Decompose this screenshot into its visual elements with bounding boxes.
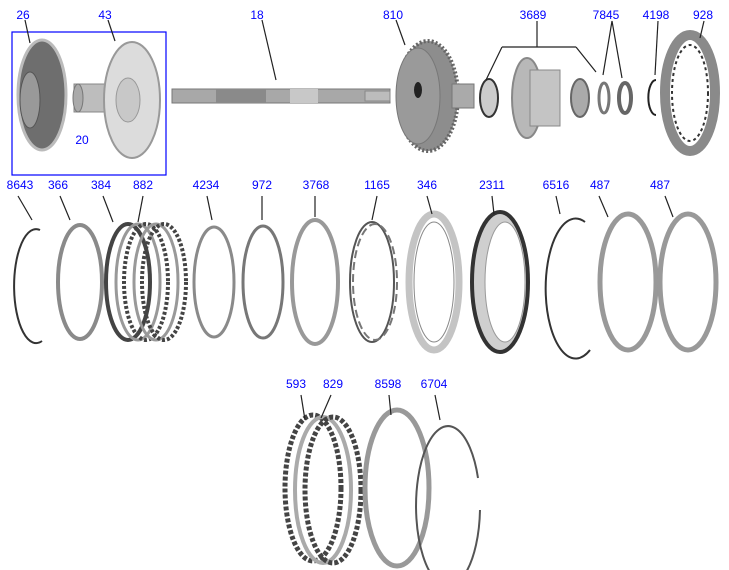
part-plate-487-a[interactable] <box>597 211 659 353</box>
label-1165[interactable]: 1165 <box>364 178 390 192</box>
part-snap-ring-6704[interactable] <box>415 425 481 570</box>
label-2311[interactable]: 2311 <box>479 178 505 192</box>
part-plate-972[interactable] <box>241 224 285 340</box>
label-26[interactable]: 26 <box>16 8 30 22</box>
label-829[interactable]: 829 <box>323 377 343 391</box>
label-6516[interactable]: 6516 <box>543 178 570 192</box>
part-washers-7845[interactable] <box>597 81 633 115</box>
label-593[interactable]: 593 <box>286 377 306 391</box>
label-4234[interactable]: 4234 <box>193 178 220 192</box>
label-928[interactable]: 928 <box>693 8 713 22</box>
part-clutch-pack-593-829[interactable] <box>282 412 364 566</box>
part-snap-ring-4198[interactable] <box>647 79 657 116</box>
label-8643[interactable]: 8643 <box>7 178 34 192</box>
part-pump-body-43[interactable] <box>72 41 161 159</box>
part-snap-ring-6516[interactable] <box>544 217 591 360</box>
label-384[interactable]: 384 <box>91 178 111 192</box>
part-plate-8598[interactable] <box>362 407 432 569</box>
label-3768[interactable]: 3768 <box>303 178 330 192</box>
pump-assembly-box <box>11 31 167 176</box>
part-bearing-set-3689[interactable] <box>479 57 590 139</box>
label-18[interactable]: 18 <box>250 8 264 22</box>
part-input-shaft-18[interactable] <box>171 88 391 104</box>
label-366[interactable]: 366 <box>48 178 68 192</box>
label-810[interactable]: 810 <box>383 8 403 22</box>
part-plate-366[interactable] <box>56 223 104 341</box>
label-972[interactable]: 972 <box>252 178 272 192</box>
part-pump-cover-26[interactable] <box>16 38 68 152</box>
part-sprag-928[interactable] <box>660 30 720 156</box>
part-plate-3768[interactable] <box>290 218 340 346</box>
part-plate-4234[interactable] <box>192 225 236 339</box>
label-3689[interactable]: 3689 <box>520 8 547 22</box>
part-piston-2311[interactable] <box>470 210 530 354</box>
part-plate-487-b[interactable] <box>657 211 719 353</box>
label-20[interactable]: 20 <box>75 133 89 147</box>
label-6704[interactable]: 6704 <box>421 377 448 391</box>
label-43[interactable]: 43 <box>98 8 112 22</box>
part-snap-ring-8643[interactable] <box>13 228 43 345</box>
label-487-b[interactable]: 487 <box>650 178 670 192</box>
label-4198[interactable]: 4198 <box>643 8 670 22</box>
part-piston-346[interactable] <box>405 210 463 354</box>
label-487-a[interactable]: 487 <box>590 178 610 192</box>
part-clutch-pack-384-882[interactable] <box>104 222 188 342</box>
leader-lines <box>17 19 705 421</box>
part-gear-810[interactable] <box>395 39 475 153</box>
label-8598[interactable]: 8598 <box>375 377 402 391</box>
label-7845[interactable]: 7845 <box>593 8 620 22</box>
label-346[interactable]: 346 <box>417 178 437 192</box>
part-wave-spring-1165[interactable] <box>349 221 398 343</box>
label-882[interactable]: 882 <box>133 178 153 192</box>
